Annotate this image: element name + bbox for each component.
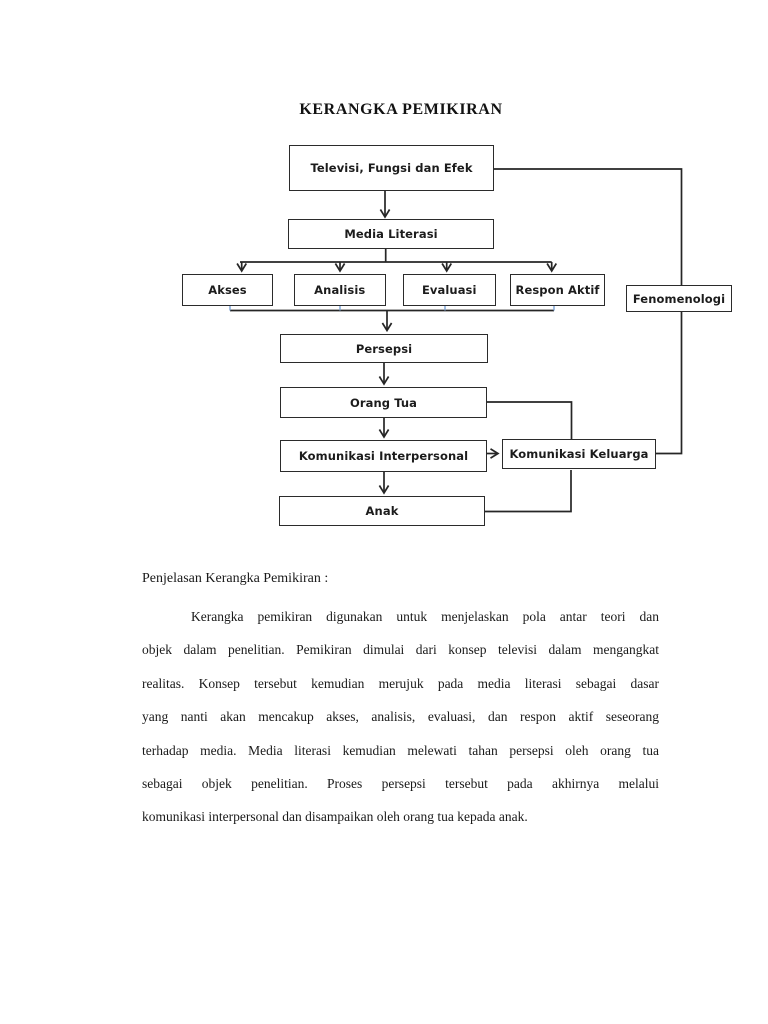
collector-ticks-blue [229, 305, 555, 311]
explanation-paragraph: Kerangka pemikiran digunakan untuk menje… [142, 600, 659, 834]
diagram-connector-lines [229, 168, 683, 513]
paragraph-line: realitas. Konsep tersebut kemudian meruj… [142, 675, 659, 691]
diagram-box-media-literasi: Media Literasi [288, 219, 494, 249]
paragraph-line: terhadap media. Media literasi kemudian … [142, 742, 659, 758]
page-title: KERANGKA PEMIKIRAN [299, 101, 503, 118]
paragraph-line: komunikasi interpersonal dan disampaikan… [142, 809, 528, 825]
paragraph-line: objek dalam penelitian. Pemikiran dimula… [142, 642, 659, 658]
paragraph-line: sebagai objek penelitian. Proses perseps… [142, 775, 659, 791]
diagram-box-komunikasi-interpersonal: Komunikasi Interpersonal [280, 440, 487, 472]
diagram-box-evaluasi: Evaluasi [403, 274, 496, 306]
explanation-heading: Penjelasan Kerangka Pemikiran : [142, 571, 329, 586]
paragraph-line: Kerangka pemikiran digunakan untuk menje… [191, 609, 659, 624]
diagram-box-persepsi: Persepsi [280, 334, 488, 363]
diagram-box-akses: Akses [182, 273, 273, 306]
paragraph-line: yang nanti akan mencakup akses, analisis… [142, 709, 659, 725]
diagram-box-analisis: Analisis [294, 273, 386, 306]
diagram-box-anak: Anak [279, 496, 485, 526]
main-flow-arrows [230, 191, 558, 495]
diagram-box-respon-aktif: Respon Aktif [510, 273, 605, 306]
diagram-box-televisi-fungsi-dan-efek: Televisi, Fungsi dan Efek [289, 145, 494, 191]
diagram-box-orang-tua: Orang Tua [280, 387, 487, 418]
diagram-box-komunikasi-keluarga: Komunikasi Keluarga [502, 439, 656, 469]
diagram-box-fenomenologi: Fenomenologi [626, 285, 732, 312]
